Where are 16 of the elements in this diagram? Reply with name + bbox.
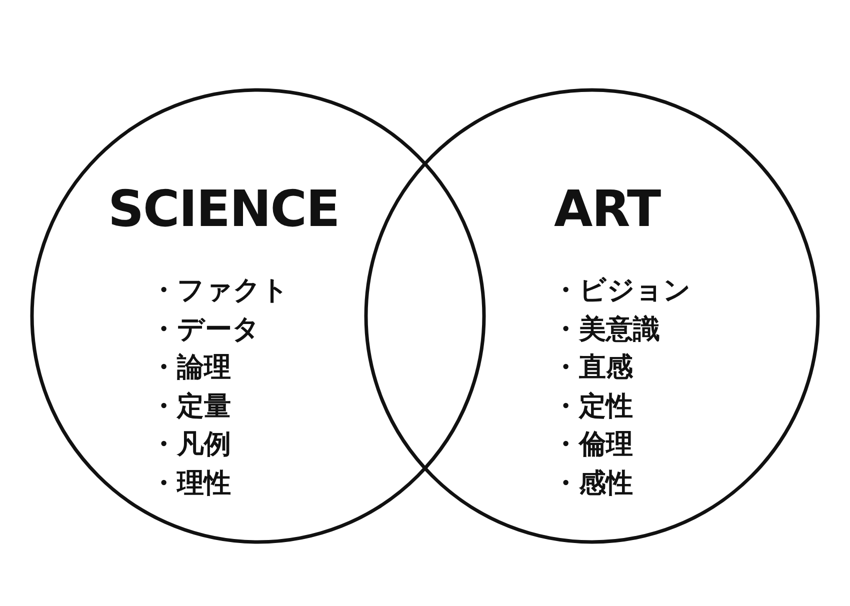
list-item: ・理性 — [150, 466, 231, 500]
list-item: ・データ — [150, 312, 260, 346]
list-item: ・美意識 — [552, 312, 660, 346]
list-item: ・直感 — [552, 351, 633, 385]
list-item: ・凡例 — [150, 428, 231, 462]
list-item: ・定性 — [552, 390, 633, 424]
venn-circle — [30, 88, 486, 544]
list-item: ・感性 — [552, 466, 633, 500]
circle-heading: ART — [554, 181, 660, 237]
list-item: ・ビジョン — [552, 274, 691, 308]
circle-heading: SCIENCE — [108, 181, 340, 237]
list-item: ・定量 — [150, 390, 231, 424]
list-item: ・倫理 — [552, 428, 633, 462]
venn-circle — [364, 88, 820, 544]
list-item: ・論理 — [150, 351, 231, 385]
list-item: ・ファクト — [150, 274, 289, 308]
